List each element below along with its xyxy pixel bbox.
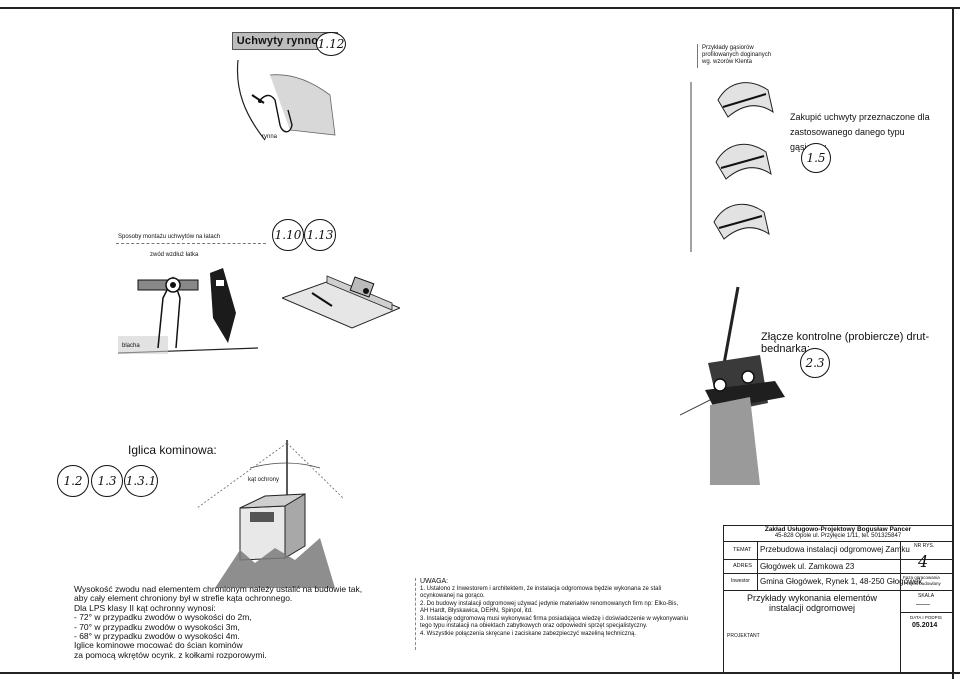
inwestor-value: Gmina Głogówek, Rynek 1, 48-250 Głogówek — [760, 577, 923, 586]
adres-value: Głogówek ul. Zamkowa 23 — [760, 562, 855, 571]
badge-2-3: 2.3 — [800, 348, 830, 378]
batten-clip-drawing — [118, 268, 258, 354]
tb-vrule-2 — [900, 541, 901, 672]
note-line-2: ocynkowanej na gorąco. — [420, 593, 485, 599]
frame-right — [952, 7, 954, 679]
mount-caption: Sposoby montażu uchwytów na łatach — [118, 234, 221, 240]
rynna-label: rynna — [262, 134, 278, 140]
temat-value: Przebudowa instalacji odgromowej Zamku — [760, 545, 910, 554]
temat-label: TEMAT — [733, 547, 752, 553]
note-line-7: 4. Wszystkie połączenia skręcane i zacis… — [420, 630, 637, 637]
frame-top — [0, 7, 960, 9]
drawing-title-line-1: Przykłady wykonania elementów — [746, 593, 878, 603]
ridge-rail-drawing — [282, 275, 400, 329]
mount-sub-caption: zwód wzdłuż łatka — [150, 252, 199, 258]
skala-label: SKALA — [918, 593, 935, 599]
projektant-label: PROJEKTANT — [727, 633, 760, 639]
nr-rys-label: NR RYS. — [914, 543, 935, 549]
title-block — [723, 525, 954, 674]
mount-caption-rule — [116, 243, 266, 244]
tb-vrule-1 — [757, 541, 758, 590]
gutter-hooks-banner: Uchwyty rynnowe — [232, 32, 338, 50]
data-value: 05.2014 — [912, 622, 938, 629]
nr-rys-value: 4 — [918, 552, 929, 571]
faza-label: Faza opracowania — [903, 575, 940, 580]
drawing-title-line-2: instalacji odgromowej — [768, 603, 856, 613]
tb-rule-2 — [723, 559, 952, 560]
company-line-1: Zakład Usługowo-Projektowy Bogusław Panc… — [764, 526, 912, 533]
notes-block: UWAGA: 1. Ustalono z Inwestorem i archit… — [415, 578, 720, 650]
connector-label: Złącze kontrolne (probiercze) drut-bedna… — [761, 331, 930, 355]
protection-line-5: - 70° w przypadku zwodów o wysokości 3m, — [74, 621, 240, 632]
angle-label: kąt ochrony — [248, 477, 280, 483]
note-line-3: 2. Do budowy instalacji odgromowej używa… — [420, 600, 679, 607]
badge-1-10: 1.10 — [272, 219, 304, 251]
tb-rule-4 — [723, 590, 952, 591]
note-line-5: 3. Instalację odgromową musi wykonywać f… — [420, 615, 689, 622]
blacha-label: blacha — [122, 343, 140, 349]
protection-line-6: - 68° w przypadku zwodów o wysokości 4m. — [74, 631, 240, 642]
ridge-caption-line-1: Przykłady gąsiorów — [702, 45, 754, 51]
ridge-caption-rule — [697, 44, 698, 68]
drawing-title: Przykłady wykonania elementów instalacji… — [724, 593, 900, 613]
inwestor-label: Inwestor — [731, 578, 750, 584]
notes-heading: UWAGA: — [420, 578, 449, 585]
adres-label: ADRES — [733, 563, 752, 569]
chimney-rod-drawing — [196, 440, 344, 588]
chimney-label: Iglica kominowa: — [128, 443, 217, 457]
protection-text-block: Wysokość zwodu nad elementem chronionym … — [74, 584, 374, 660]
tb-rule-3 — [723, 573, 952, 574]
badge-1-13: 1.13 — [304, 219, 336, 251]
protection-line-2: aby cały element chroniony był w strefie… — [74, 593, 293, 604]
ridge-caption-line-3: wg. wzorów Klenta — [702, 59, 753, 65]
badge-1-3: 1.3 — [91, 465, 123, 497]
tb-rule-1 — [723, 541, 952, 542]
protection-line-1: Wysokość zwodu nad elementem chronionym … — [74, 584, 363, 594]
faza-value: Projekt budowlany — [904, 581, 941, 586]
badge-1-3-1: 1.3.1 — [124, 465, 158, 497]
note-line-1: 1. Ustalono z Inwestorem i architektem, … — [420, 585, 662, 592]
protection-line-7: Iglice kominowe mocować do ścian kominów — [74, 640, 243, 651]
frame-bottom — [0, 672, 960, 674]
test-joint-drawing — [680, 286, 785, 485]
gutter-hook-drawing — [236, 59, 336, 141]
skala-value: —— — [916, 601, 930, 608]
protection-line-4: - 72° w przypadku zwodów o wysokości do … — [74, 612, 252, 623]
ridge-caption: Przykłady gąsiorów profilowanych doginan… — [702, 45, 771, 66]
badge-1-5: 1.5 — [801, 143, 831, 173]
note-line-4: AH Hardt, Błyskawica, DEHN, Spinpol, itd… — [420, 608, 533, 614]
ridge-tiles-drawing — [690, 82, 774, 252]
badge-1-12: 1.12 — [316, 32, 346, 56]
tb-rule-5 — [900, 612, 952, 613]
badge-1-2: 1.2 — [57, 465, 89, 497]
ridge-caption-line-2: profilowanych doginanych — [702, 52, 772, 58]
protection-line-8: za pomocą wkrętów ocynk. z kołkami rozpo… — [74, 649, 267, 660]
note-line-6: tego typu instalacji na obiektach zabytk… — [420, 623, 648, 629]
company-header: Zakład Usługowo-Projektowy Bogusław Panc… — [724, 526, 952, 539]
company-line-2: 45-828 Opole ul. Przyłęcie 1/11, tel. 50… — [774, 533, 902, 539]
protection-line-3: Dla LPS klasy II kąt ochronny wynosi: — [74, 602, 216, 613]
data-label: DATA I PODPIS — [910, 615, 942, 620]
